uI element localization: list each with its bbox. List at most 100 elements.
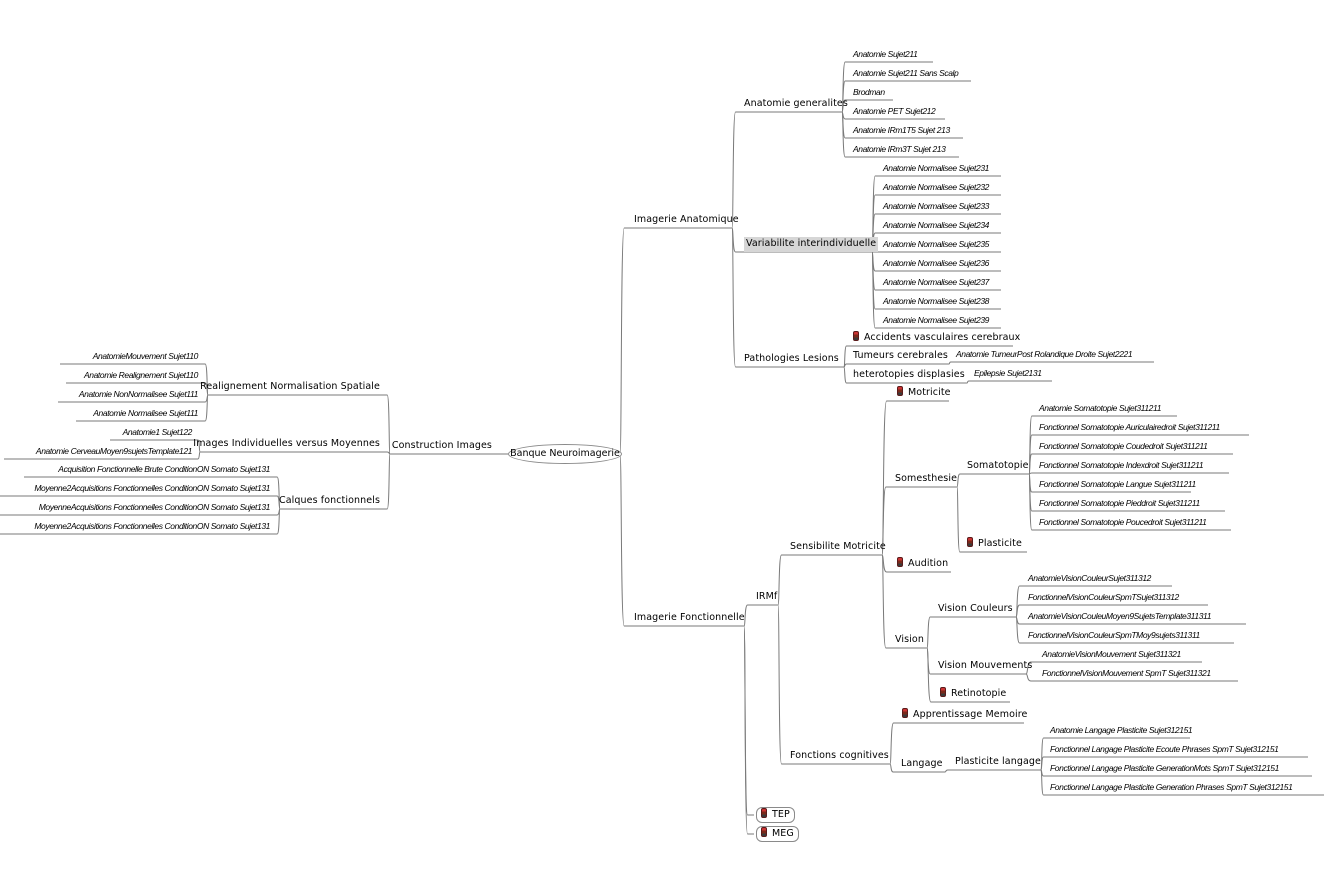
node-label: Somesthesie xyxy=(895,473,958,484)
topic-imagerie-fonctionnelle[interactable]: Imagerie Fonctionnelle xyxy=(634,611,745,626)
topic-fonctions-cognitives[interactable]: Fonctions cognitives xyxy=(790,749,889,764)
topic-tumeurs-cerebrales[interactable]: Tumeurs cerebrales xyxy=(853,349,948,364)
node-label: IRMf xyxy=(756,591,778,602)
subtopic-anatomie-langage-plasticite-sujet312151[interactable]: Anatomie Langage Plasticite Sujet312151 xyxy=(1050,723,1193,738)
edge-irmf xyxy=(743,604,754,627)
subtopic-anatomie-normalisee-sujet235[interactable]: Anatomie Normalisee Sujet235 xyxy=(883,237,989,252)
subtopic-anatomie-normalisee-sujet239[interactable]: Anatomie Normalisee Sujet239 xyxy=(883,313,989,328)
node-label: Vision xyxy=(895,634,924,645)
subtopic-anatomie-normalisee-sujet236[interactable]: Anatomie Normalisee Sujet236 xyxy=(883,256,989,271)
topic-anatomie-generalites[interactable]: Anatomie generalites xyxy=(744,97,848,112)
topic-realignement-normalisation-spatiale[interactable]: Realignement Normalisation Spatiale xyxy=(200,380,380,395)
subtopic-accidents-vasculaires-cerebraux[interactable]: Accidents vasculaires cerebraux xyxy=(853,331,1020,346)
topic-vision-couleurs[interactable]: Vision Couleurs xyxy=(938,602,1013,617)
subtopic-tep[interactable]: TEP xyxy=(756,807,795,823)
edge-heterotopies-displasies xyxy=(843,366,851,384)
subtopic-anatomie-normalisee-sujet238[interactable]: Anatomie Normalisee Sujet238 xyxy=(883,294,989,309)
edge-anatomievisioncouleursujet311312 xyxy=(1015,585,1026,618)
root-topic[interactable]: Banque Neuroimagerie xyxy=(508,444,622,464)
edge-sensibilite-motricite xyxy=(777,554,788,606)
subtopic-anatomievisioncouleumoyen9sujetstemplate311311[interactable]: AnatomieVisionCouleuMoyen9SujetsTemplate… xyxy=(1028,609,1211,624)
subtopic-fonctionnel-somatotopie-auriculairedroit-sujet311211[interactable]: Fonctionnel Somatotopie Auriculairedroit… xyxy=(1039,420,1220,435)
subtopic-acquisition-fonctionnelle-brute-conditionon-somato-sujet131[interactable]: Acquisition Fonctionnelle Brute Conditio… xyxy=(58,462,270,477)
subtopic-fonctionnel-langage-plasticite-generation-phrases-spmt-sujet312151[interactable]: Fonctionnel Langage Plasticite Generatio… xyxy=(1050,780,1293,795)
subtopic-anatomie-tumeurpost-rolandique-droite-sujet2221[interactable]: Anatomie TumeurPost Rolandique Droite Su… xyxy=(956,347,1133,362)
node-label: Calques fonctionnels xyxy=(278,495,380,506)
subtopic-fonctionnelvisioncouleurspmtmoy9sujets311311[interactable]: FonctionnelVisionCouleurSpmTMoy9sujets31… xyxy=(1028,628,1200,643)
node-label: Fonctionnel Somatotopie Pieddroit Sujet3… xyxy=(1039,498,1200,508)
edge-fonctionnel-somatotopie-indexdroit-sujet311211 xyxy=(1028,472,1037,475)
topic-pathologies-lesions[interactable]: Pathologies Lesions xyxy=(744,352,839,367)
node-label: Realignement Normalisation Spatiale xyxy=(200,381,380,392)
subtopic-anatomie-normalisee-sujet233[interactable]: Anatomie Normalisee Sujet233 xyxy=(883,199,989,214)
node-label: Anatomie Normalisee Sujet234 xyxy=(883,220,989,230)
subtopic-moyenne2acquisitions-fonctionnelles-conditionon-somato-sujet131[interactable]: Moyenne2Acquisitions Fonctionnelles Cond… xyxy=(34,519,270,534)
subtopic-anatomie-cerveaumoyen9sujetstemplate121[interactable]: Anatomie CerveauMoyen9sujetsTemplate121 xyxy=(36,444,192,459)
topic-calques-fonctionnels[interactable]: Calques fonctionnels xyxy=(279,494,380,509)
topic-vision[interactable]: Vision xyxy=(895,633,924,648)
subtopic-anatomie-sujet211[interactable]: Anatomie Sujet211 xyxy=(853,47,918,62)
subtopic-motricite[interactable]: Motricite xyxy=(897,386,951,401)
topic-images-individuelles-versus-moyennes[interactable]: Images Individuelles versus Moyennes xyxy=(193,437,380,452)
node-label: Sensibilite Motricite xyxy=(790,541,886,552)
subtopic-anatomie-normalisee-sujet234[interactable]: Anatomie Normalisee Sujet234 xyxy=(883,218,989,233)
subtopic-anatomie-somatotopie-sujet311211[interactable]: Anatomie Somatotopie Sujet311211 xyxy=(1039,401,1161,416)
edge-anatomie-irm3t-sujet-213 xyxy=(841,111,851,158)
subtopic-plasticite[interactable]: Plasticite xyxy=(967,537,1022,552)
topic-somesthesie[interactable]: Somesthesie xyxy=(895,472,957,487)
subtopic-anatomievisionmouvement-sujet311321[interactable]: AnatomieVisionMouvement Sujet311321 xyxy=(1042,647,1181,662)
subtopic-anatomie-realignement-sujet110[interactable]: Anatomie Realignement Sujet110 xyxy=(84,368,198,383)
topic-variabilite-interindividuelle[interactable]: Variabilite interindividuelle xyxy=(744,237,879,252)
subtopic-anatomie-pet-sujet212[interactable]: Anatomie PET Sujet212 xyxy=(853,104,936,119)
subtopic-anatomie-sujet211-sans-scalp[interactable]: Anatomie Sujet211 Sans Scalp xyxy=(853,66,959,81)
topic-plasticite-langage[interactable]: Plasticite langage xyxy=(955,755,1041,770)
edge-anatomie-generalites xyxy=(731,111,742,229)
topic-irmf[interactable]: IRMf xyxy=(756,590,777,605)
subtopic-fonctionnel-somatotopie-langue-sujet311211[interactable]: Fonctionnel Somatotopie Langue Sujet3112… xyxy=(1039,477,1196,492)
subtopic-fonctionnel-somatotopie-coudedroit-sujet311211[interactable]: Fonctionnel Somatotopie Coudedroit Sujet… xyxy=(1039,439,1208,454)
subtopic-fonctionnelvisioncouleurspmtsujet311312[interactable]: FonctionnelVisionCouleurSpmTSujet311312 xyxy=(1028,590,1179,605)
subtopic-anatomievisioncouleursujet311312[interactable]: AnatomieVisionCouleurSujet311312 xyxy=(1028,571,1151,586)
subtopic-fonctionnel-somatotopie-indexdroit-sujet311211[interactable]: Fonctionnel Somatotopie Indexdroit Sujet… xyxy=(1039,458,1204,473)
subtopic-meg[interactable]: MEG xyxy=(756,826,799,842)
edge-imagerie-fonctionnelle xyxy=(619,453,632,627)
node-label: Imagerie Fonctionnelle xyxy=(634,612,745,623)
subtopic-anatomiemouvement-sujet110[interactable]: AnatomieMouvement Sujet110 xyxy=(93,349,199,364)
subtopic-fonctionnel-somatotopie-poucedroit-sujet311211[interactable]: Fonctionnel Somatotopie Poucedroit Sujet… xyxy=(1039,515,1207,530)
subtopic-fonctionnel-somatotopie-pieddroit-sujet311211[interactable]: Fonctionnel Somatotopie Pieddroit Sujet3… xyxy=(1039,496,1200,511)
subtopic-anatomie-normalisee-sujet237[interactable]: Anatomie Normalisee Sujet237 xyxy=(883,275,989,290)
traffic-light-icon xyxy=(940,687,946,697)
subtopic-epilepsie-sujet2131[interactable]: Epilepsie Sujet2131 xyxy=(974,366,1042,381)
subtopic-apprentissage-memoire[interactable]: Apprentissage Memoire xyxy=(902,708,1028,723)
subtopic-anatomie-normalisee-sujet111[interactable]: Anatomie Normalisee Sujet111 xyxy=(93,406,198,421)
subtopic-brodman[interactable]: Brodman xyxy=(853,85,885,100)
edge-vision-mouvements xyxy=(926,647,936,675)
subtopic-retinotopie[interactable]: Retinotopie xyxy=(940,687,1006,702)
node-label: Anatomie CerveauMoyen9sujetsTemplate121 xyxy=(35,446,192,456)
topic-vision-mouvements[interactable]: Vision Mouvements xyxy=(938,659,1032,674)
subtopic-anatomie-irm1t5-sujet-213[interactable]: Anatomie IRm1T5 Sujet 213 xyxy=(853,123,950,138)
edge-fonctionnel-somatotopie-poucedroit-sujet311211 xyxy=(1028,473,1037,531)
node-label: Plasticite langage xyxy=(955,756,1041,767)
subtopic-anatomie-irm3t-sujet-213[interactable]: Anatomie IRm3T Sujet 213 xyxy=(853,142,946,157)
topic-construction-images[interactable]: Construction Images xyxy=(392,439,492,454)
subtopic-anatomie-normalisee-sujet231[interactable]: Anatomie Normalisee Sujet231 xyxy=(883,161,989,176)
topic-imagerie-anatomique[interactable]: Imagerie Anatomique xyxy=(634,213,739,228)
topic-heterotopies-displasies[interactable]: heterotopies displasies xyxy=(853,368,965,383)
node-label: Anatomie Sujet211 xyxy=(853,49,918,59)
subtopic-fonctionnel-langage-plasticite-generationmots-spmt-sujet312151[interactable]: Fonctionnel Langage Plasticite Generatio… xyxy=(1050,761,1279,776)
subtopic-fonctionnel-langage-plasticite-ecoute-phrases-spmt-sujet312151[interactable]: Fonctionnel Langage Plasticite Ecoute Ph… xyxy=(1050,742,1279,757)
subtopic-anatomie1-sujet122[interactable]: Anatomie1 Sujet122 xyxy=(123,425,193,440)
edge-realignement-normalisation-spatiale xyxy=(382,394,391,455)
topic-sensibilite-motricite[interactable]: Sensibilite Motricite xyxy=(790,540,886,555)
subtopic-audition[interactable]: Audition xyxy=(897,557,948,572)
subtopic-moyenne2acquisitions-fonctionnelles-conditionon-somato-sujet131[interactable]: Moyenne2Acquisitions Fonctionnelles Cond… xyxy=(34,481,270,496)
node-label: Fonctionnel Langage Plasticite Generatio… xyxy=(1050,782,1293,792)
topic-langage[interactable]: Langage xyxy=(901,757,943,772)
subtopic-moyenneacquisitions-fonctionnelles-conditionon-somato-sujet131[interactable]: MoyenneAcquisitions Fonctionnelles Condi… xyxy=(39,500,271,515)
subtopic-anatomie-nonnormalisee-sujet111[interactable]: Anatomie NonNormalisee Sujet111 xyxy=(79,387,199,402)
node-label: Anatomie Normalisee Sujet231 xyxy=(883,163,989,173)
subtopic-fonctionnelvisionmouvement-spmt-sujet311321[interactable]: FonctionnelVisionMouvement SpmT Sujet311… xyxy=(1042,666,1211,681)
subtopic-anatomie-normalisee-sujet232[interactable]: Anatomie Normalisee Sujet232 xyxy=(883,180,989,195)
topic-somatotopie[interactable]: Somatotopie xyxy=(967,459,1029,474)
